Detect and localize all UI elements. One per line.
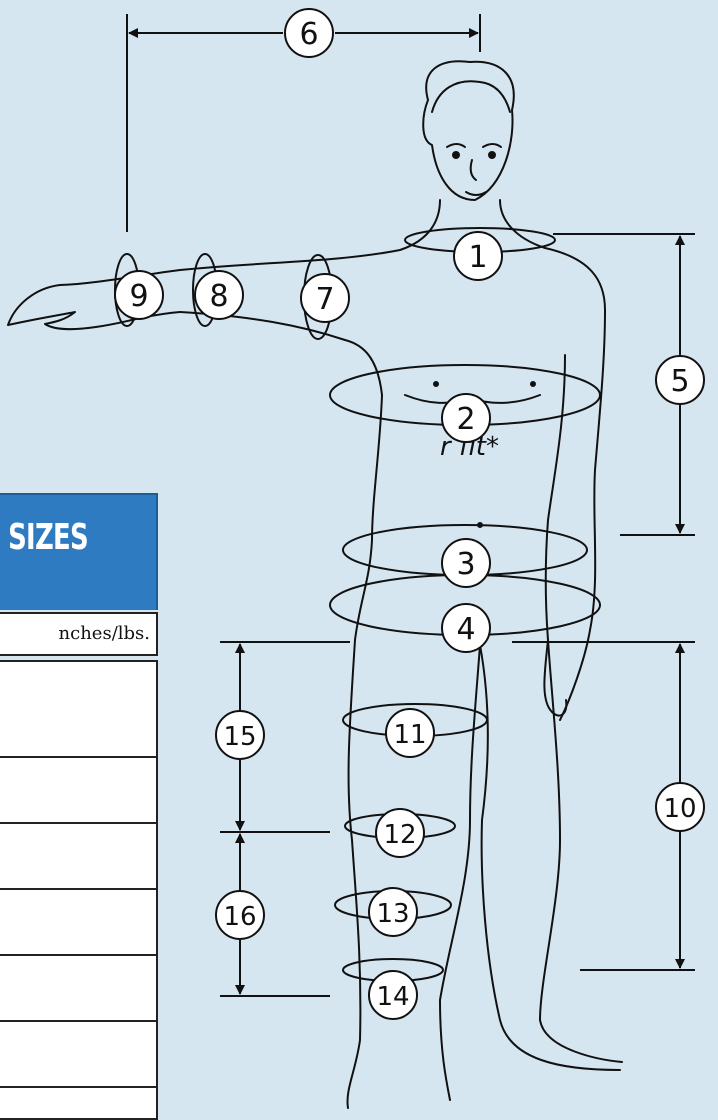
label-13: 13 — [369, 888, 417, 936]
svg-text:6: 6 — [299, 17, 318, 52]
label-7: 7 — [301, 274, 349, 322]
label-9: 9 — [115, 271, 163, 319]
svg-text:14: 14 — [376, 982, 409, 1012]
label-16: 16 — [216, 891, 264, 939]
measurement-labels: 1 2 3 4 5 6 7 8 9 10 11 12 13 14 15 16 — [115, 9, 704, 1019]
svg-text:7: 7 — [315, 282, 334, 317]
svg-text:13: 13 — [376, 899, 409, 929]
svg-text:4: 4 — [456, 612, 475, 647]
label-5: 5 — [656, 356, 704, 404]
svg-text:16: 16 — [223, 902, 256, 932]
label-1: 1 — [454, 232, 502, 280]
label-3: 3 — [442, 539, 490, 587]
svg-text:3: 3 — [456, 547, 475, 582]
svg-text:11: 11 — [393, 720, 426, 750]
svg-text:5: 5 — [670, 364, 689, 399]
label-8: 8 — [195, 271, 243, 319]
svg-text:9: 9 — [129, 279, 148, 314]
label-11: 11 — [386, 709, 434, 757]
svg-text:10: 10 — [663, 794, 696, 824]
label-6: 6 — [285, 9, 333, 57]
label-12: 12 — [376, 809, 424, 857]
svg-text:15: 15 — [223, 722, 256, 752]
label-15: 15 — [216, 711, 264, 759]
measurement-rings — [115, 228, 600, 981]
label-2: 2 — [442, 394, 490, 442]
body-outline — [8, 61, 622, 1108]
label-4: 4 — [442, 604, 490, 652]
svg-text:8: 8 — [209, 279, 228, 314]
svg-text:1: 1 — [468, 240, 487, 275]
svg-text:12: 12 — [383, 820, 416, 850]
svg-text:2: 2 — [456, 402, 475, 437]
label-10: 10 — [656, 783, 704, 831]
label-14: 14 — [369, 971, 417, 1019]
